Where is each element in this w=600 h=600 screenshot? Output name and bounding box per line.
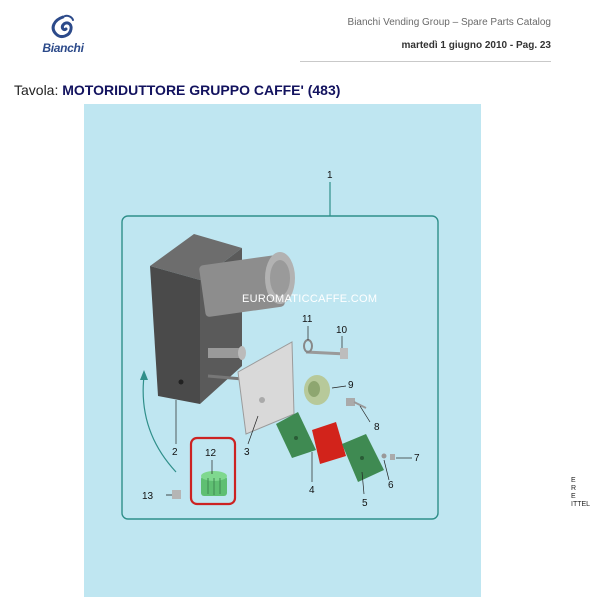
exploded-view-svg: EUROMATICCAFFE.COM 1 2 3 4 5 6 7 8 9 10 … (121, 170, 439, 520)
callout-leaders (175, 326, 412, 495)
watermark: EUROMATICCAFFE.COM (242, 293, 377, 305)
callout-4: 4 (309, 485, 315, 496)
mounting-plate (237, 341, 295, 435)
assembly-arrow (142, 375, 177, 473)
bianchi-swirl-icon (51, 14, 74, 38)
callout-12: 12 (205, 448, 217, 459)
callout-13: 13 (142, 491, 154, 502)
date-page: martedì 1 giugno 2010 - Pag. 23 (401, 40, 552, 51)
side-fragment-line: E (571, 477, 576, 484)
screw-10 (305, 348, 348, 359)
cam (304, 375, 330, 405)
callout-2: 2 (172, 447, 178, 458)
callout-6: 6 (388, 480, 394, 491)
callout-1: 1 (327, 170, 333, 181)
highlight-box (189, 436, 237, 506)
callout-9: 9 (348, 380, 354, 391)
catalog-company: Bianchi Vending Group – Spare Parts Cata… (347, 17, 551, 28)
header-divider (300, 61, 551, 62)
coupling-gear (201, 471, 227, 496)
microswitch (312, 422, 346, 464)
bolt-13 (166, 490, 181, 499)
screw-6-7 (381, 453, 395, 460)
switch-bracket-left (276, 412, 316, 458)
motor-cylinder (199, 252, 295, 317)
callout-11: 11 (302, 314, 313, 325)
bianchi-logo: Bianchi (32, 14, 94, 56)
exploded-view-drawing: EUROMATICCAFFE.COM 1 2 3 4 5 6 7 8 9 10 … (84, 104, 481, 597)
side-fragment: E R E ITTEL (571, 477, 590, 509)
side-fragment-line: R (571, 485, 577, 492)
screw-8 (346, 398, 367, 409)
callout-10: 10 (336, 325, 348, 336)
output-shaft (208, 348, 242, 358)
washer-11 (303, 339, 313, 353)
callout-8: 8 (374, 422, 380, 433)
callout-7: 7 (414, 453, 420, 464)
callout-3: 3 (244, 447, 250, 458)
callout-5: 5 (362, 498, 368, 509)
table-title: MOTORIDUTTORE GRUPPO CAFFE' (483) (62, 82, 341, 98)
table-label: Tavola: (14, 82, 59, 98)
side-fragment-line: E (571, 493, 576, 500)
table-title-row: Tavola: MOTORIDUTTORE GRUPPO CAFFE' (483… (14, 82, 340, 98)
assembly-frame (121, 215, 439, 520)
brand-name: Bianchi (42, 41, 84, 55)
side-fragment-line: ITTEL (571, 501, 591, 508)
